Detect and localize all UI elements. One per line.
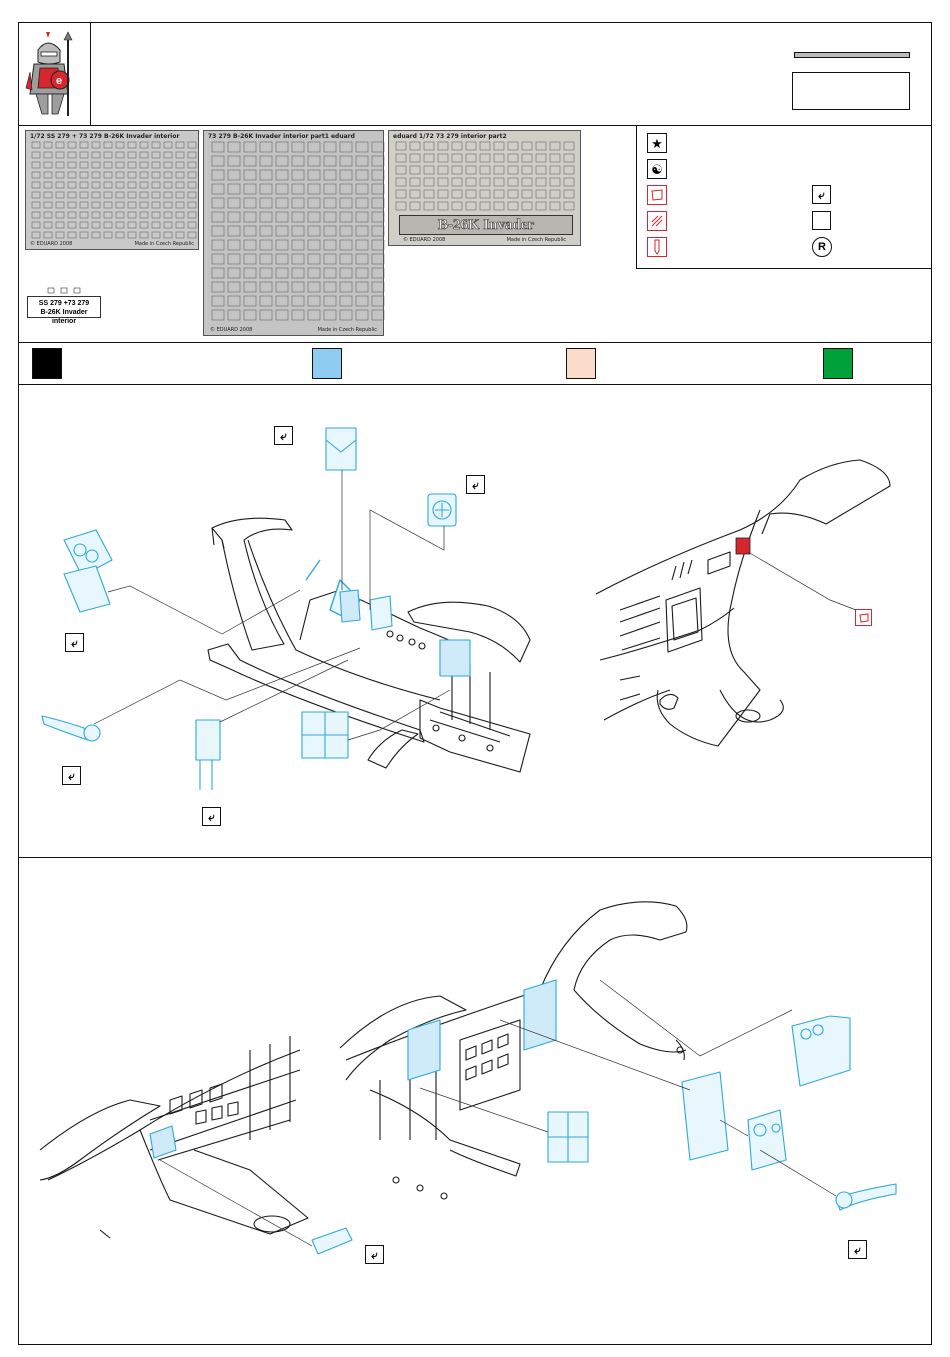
blank-symbol — [812, 211, 831, 230]
star-icon: ★ — [647, 133, 667, 153]
color-swatch-peach — [566, 348, 596, 379]
fret-sheet-part2: eduard 1/72 73 279 interior part2 B-26K … — [388, 130, 581, 246]
small-fret: SS 279 +73 279 B-26K Invader interior — [27, 296, 101, 325]
bend-icon: ⤶ — [365, 1245, 384, 1264]
bend-icon: ⤶ — [65, 633, 84, 652]
bend-icon: ⤶ — [812, 185, 831, 204]
fret-sheet-title: 1/72 SS 279 + 73 279 B-26K Invader inter… — [30, 133, 180, 140]
color-swatch-black — [32, 348, 62, 379]
bend-icon: ⤶ — [274, 426, 293, 445]
fret-sheet-footer: Made in Czech Republic — [134, 241, 194, 247]
divider-colors — [18, 384, 932, 385]
fret-sheet-part1: 73 279 B-26K Invader interior part1 edua… — [203, 130, 384, 336]
divider-logo — [90, 22, 91, 126]
divider-header — [18, 125, 932, 126]
fret-sheet-footer: Made in Czech Republic — [317, 327, 377, 333]
kit-number-box — [792, 72, 910, 110]
divider-legend — [636, 125, 637, 269]
drill-icon — [647, 237, 667, 257]
title-bar — [794, 52, 910, 58]
decal-icon — [647, 185, 667, 205]
page-frame — [18, 22, 932, 1345]
bend-icon: ⤶ — [202, 807, 221, 826]
bend-icon: ⤶ — [62, 766, 81, 785]
divider-sheets — [18, 342, 932, 343]
divider-step — [18, 857, 932, 858]
fret-sheet-footer: © EDUARD 2008 — [30, 241, 73, 247]
fret-sheet-footer: © EDUARD 2008 — [210, 327, 253, 333]
small-fret-line: SS 279 +73 279 — [38, 300, 90, 307]
decal-icon — [855, 609, 872, 626]
divider-legend-bottom — [636, 268, 932, 269]
bend-icon: ⤶ — [466, 475, 485, 494]
sanding-icon — [647, 211, 667, 231]
small-fret-line: B-26K Invader interior — [40, 309, 88, 325]
fret-banner: B-26K Invader — [399, 215, 573, 235]
yin-yang-icon: ☯ — [647, 159, 667, 179]
fret-sheet-footer: Made in Czech Republic — [506, 237, 566, 243]
fret-sheet-interior: 1/72 SS 279 + 73 279 B-26K Invader inter… — [25, 130, 199, 250]
color-swatch-green — [823, 348, 853, 379]
color-swatch-light-blue — [312, 348, 342, 379]
fret-sheet-title: eduard 1/72 73 279 interior part2 — [393, 133, 507, 140]
bend-icon: ⤶ — [848, 1240, 867, 1259]
fret-sheet-footer: © EDUARD 2008 — [403, 237, 446, 243]
fret-sheet-title: 73 279 B-26K Invader interior part1 edua… — [208, 133, 355, 140]
registered-icon: R — [812, 237, 832, 257]
